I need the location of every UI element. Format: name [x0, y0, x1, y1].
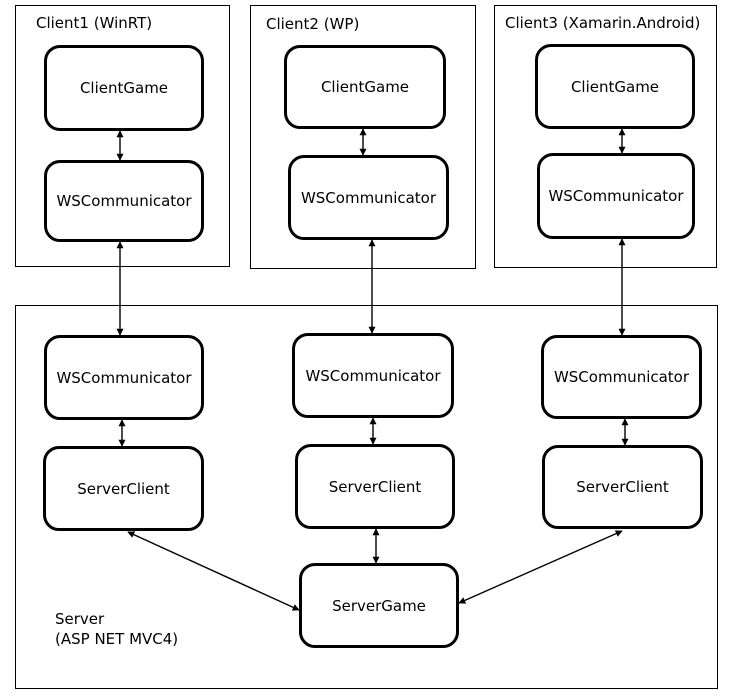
server-platform: (ASP NET MVC4) — [55, 630, 179, 648]
server-serverclient-1: ServerClient — [43, 446, 204, 531]
server-name: Server — [55, 610, 105, 628]
server-serverclient-3: ServerClient — [542, 445, 703, 529]
server-wscommunicator-2: WSCommunicator — [292, 333, 454, 418]
client3-clientgame: ClientGame — [535, 44, 695, 129]
server-wscommunicator-3: WSCommunicator — [541, 335, 702, 419]
server-serverclient-2: ServerClient — [295, 444, 455, 529]
server-servergame: ServerGame — [299, 563, 459, 648]
server-frame — [15, 305, 718, 689]
client2-frame: Client2 (WP) — [250, 5, 476, 269]
server-wscommunicator-1: WSCommunicator — [44, 335, 204, 420]
client3-title: Client3 (Xamarin.Android) — [505, 14, 701, 32]
client1-wscommunicator: WSCommunicator — [44, 160, 204, 242]
server-title: Server (ASP NET MVC4) — [55, 609, 178, 649]
client2-wscommunicator: WSCommunicator — [288, 155, 449, 240]
client1-title: Client1 (WinRT) — [36, 14, 153, 32]
client3-frame: Client3 (Xamarin.Android) — [494, 5, 717, 268]
arrow-serverclient1-game — [127, 531, 300, 611]
client3-wscommunicator: WSCommunicator — [537, 153, 695, 239]
client2-clientgame: ClientGame — [284, 45, 446, 129]
client2-title: Client2 (WP) — [266, 15, 360, 33]
arrow-serverclient3-game — [458, 530, 623, 604]
client1-clientgame: ClientGame — [44, 45, 204, 131]
